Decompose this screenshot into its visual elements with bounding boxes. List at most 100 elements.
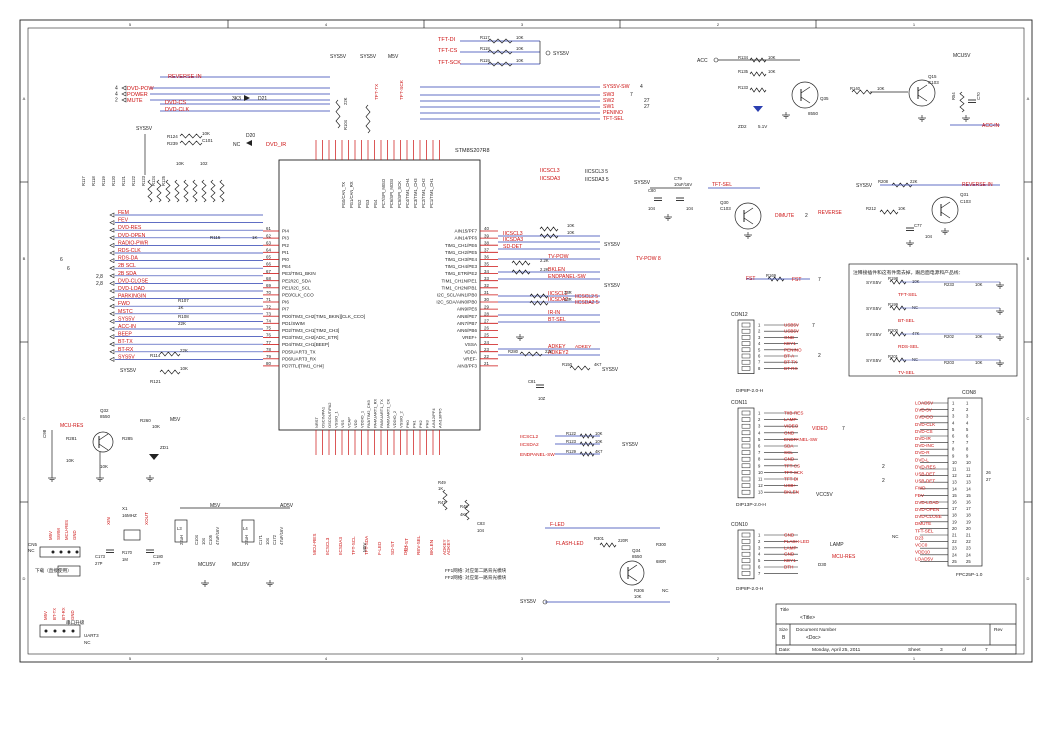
part-value: 8550 [100, 414, 111, 419]
net-label: IICSCL3 [325, 537, 330, 555]
pin-number: 5 [758, 558, 761, 563]
part-value: 10K [567, 223, 575, 228]
connector-pin [741, 470, 751, 475]
pin-number: 10 [966, 460, 971, 465]
part-value: 22K [178, 321, 186, 326]
sheet-value: 3 [940, 647, 943, 653]
supply-label: SYS5V [136, 126, 153, 132]
part-ref: L4 [243, 526, 248, 531]
net-sheet-ref: 27 [644, 98, 650, 104]
connector-pin [741, 353, 751, 359]
pin-name: VREF- [463, 356, 477, 361]
net-sheet-ref: 4 [115, 86, 118, 92]
pin-number: 18 [966, 513, 971, 518]
pin-name: I2C_SCL/AIN1/PB0 [437, 293, 478, 298]
pin-number: 20 [966, 526, 971, 531]
wire-net [39, 38, 1000, 638]
pin-number: 2 [758, 329, 761, 334]
pin-number: 8 [966, 447, 969, 452]
part-value: 22K [180, 348, 188, 353]
part-ref: ZD1 [160, 445, 169, 450]
part-value: 10K [516, 35, 524, 40]
supply-label: SYS5V [120, 368, 137, 374]
pin-number: 76 [266, 333, 271, 338]
port-arrow [109, 212, 115, 218]
port-arrow [109, 349, 115, 355]
net-sheet-ref: IICSDA3 5 [585, 177, 609, 183]
pin-number: 4 [758, 341, 761, 346]
part-value: 33R [564, 290, 572, 295]
net-label: M5V [43, 611, 48, 620]
pin-name-bottom: PA6/UART1_CK [386, 398, 391, 428]
supply-label: SYS5V [520, 599, 537, 605]
title-label: Title [780, 607, 789, 613]
pin-number: 31 [484, 290, 489, 295]
net-sheet-ref: 6 [60, 257, 63, 263]
net-label: IICSDA3 [338, 537, 343, 555]
pin-name-bottom: AIN12/PF4 [431, 408, 436, 428]
connector-net: KEY1 [784, 341, 796, 346]
supply-label: AD5V [280, 503, 294, 509]
size-label: Size [779, 627, 788, 632]
pin-name: TIM1_CH1N/PE1 [442, 278, 478, 283]
part-ref: R124 [167, 134, 178, 139]
pin-number: 5 [758, 347, 761, 352]
part-ref: R119 [101, 176, 106, 186]
pin-name: PE0/CLK_CCO [282, 293, 314, 298]
part-value: 102 [200, 161, 208, 166]
pin-number: 13 [966, 480, 971, 485]
pin-number: 6 [758, 565, 761, 570]
pin-number: 13 [952, 480, 957, 485]
pin-name-bottom: VSS [340, 420, 345, 428]
transistor-symbol [92, 431, 114, 453]
part-ref: R135 [738, 69, 749, 74]
connector-net: DVD-RES [915, 464, 936, 469]
net-label: SWIM [56, 528, 61, 540]
zener-symbol [149, 454, 159, 460]
part-ref: R120 [111, 175, 116, 186]
part-value: NC [28, 548, 35, 553]
supply-label: M5V [170, 417, 181, 423]
connector-ref: CON12 [731, 312, 748, 318]
resistor-symbol [201, 179, 207, 203]
pin-name: TIM1_CH2N/PB1 [442, 285, 478, 290]
part-ref: L3 [177, 526, 182, 531]
legend-supply: SYS5V [866, 358, 882, 364]
part-ref: D30 [818, 562, 827, 567]
part-value: 2.2K [540, 258, 549, 263]
pin-number: 70 [266, 290, 271, 295]
part-value: 10K [567, 230, 575, 235]
part-ref: R123 [566, 439, 577, 444]
connector-net: DVD-R [915, 450, 930, 455]
port-arrow [109, 227, 115, 233]
net-sheet-ref: 7 [630, 92, 633, 98]
pin-number: 18 [952, 513, 957, 518]
diode-symbol [244, 95, 250, 101]
transistor-symbol [931, 196, 959, 224]
pin-number: 14 [952, 486, 957, 491]
resistor-symbol [579, 451, 595, 457]
part-ref: R125 [161, 175, 166, 186]
pin-name-top: PC7/SPI_MISO [381, 178, 386, 208]
of-label: of [962, 647, 967, 653]
pin-number: 11 [966, 467, 971, 472]
resistor-symbol [569, 365, 591, 371]
part-value: 22uH [244, 535, 249, 545]
resistor-symbol [179, 140, 203, 146]
legend-supply: SYS5V [866, 332, 882, 338]
pin-name: VSSA [465, 342, 478, 347]
pin-name: PD0/TIM3_CH2[TIM1_BKIN][CLK_CCO] [282, 314, 365, 319]
pin-name: PD5/UART3_TX [282, 349, 316, 354]
net-label: RADIO-PWR [118, 240, 149, 246]
pin-number: 9 [758, 463, 761, 468]
transistor-symbol [619, 560, 645, 586]
resistor-symbol [159, 369, 181, 375]
pin-name-top: PG0/CAN_TX [341, 182, 346, 208]
resistor-symbol [335, 99, 341, 129]
pin-number: 69 [266, 283, 271, 288]
pin-name-bottom: VSSIO_1 [334, 411, 339, 428]
pin-number: 1 [966, 401, 969, 406]
resistor-symbol [889, 305, 907, 311]
